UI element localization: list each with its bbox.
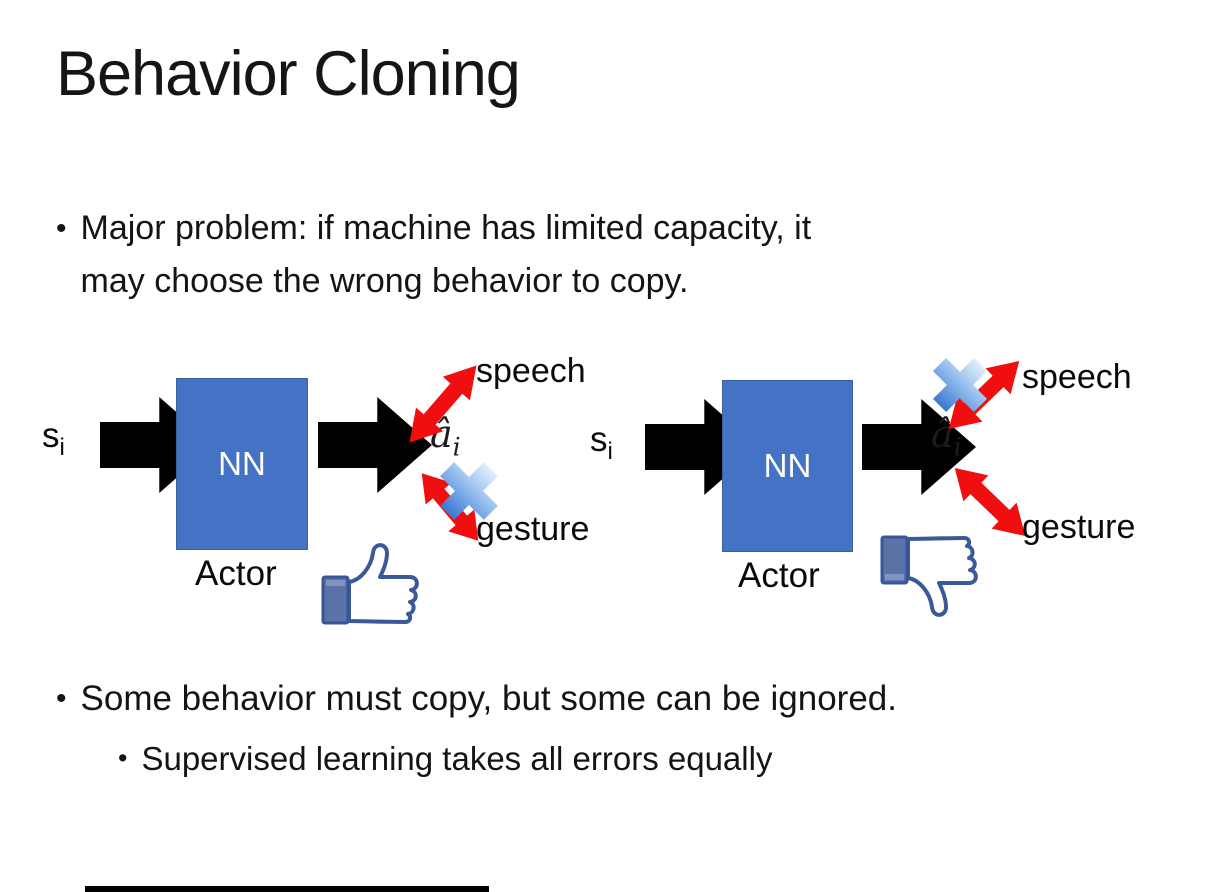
speech-label: speech [476, 352, 586, 390]
nn-box: NN [722, 380, 853, 552]
bottom-cropped-bar [85, 886, 489, 892]
bullet-some-behavior-text: Some behavior must copy, but some can be… [80, 679, 897, 718]
thumbs-up-icon [321, 543, 419, 625]
actor-label: Actor [195, 554, 277, 593]
bullet-major-problem: • Major problem: if machine has limited … [56, 202, 1096, 308]
nn-label: NN [218, 445, 266, 482]
bullet-major-problem-text: Major problem: if machine has limited ca… [80, 209, 812, 301]
bullet-some-behavior: • Some behavior must copy, but some can … [56, 674, 1156, 723]
actor-label: Actor [738, 556, 820, 595]
block-arrow-icon [318, 397, 432, 493]
bullet-marker: • [56, 682, 67, 715]
gesture-label: gesture [1022, 508, 1136, 546]
input-state-label: si [590, 420, 613, 465]
output-action-label: âi [931, 412, 962, 462]
bullet-supervised-learning-text: Supervised learning takes all errors equ… [141, 740, 773, 777]
thumbs-down-icon [880, 535, 978, 617]
diagram-left: si NN âi speech gesture Actor [40, 350, 610, 640]
bullet-supervised-learning: • Supervised learning takes all errors e… [118, 736, 1118, 782]
nn-box: NN [176, 378, 308, 550]
bullet-marker: • [56, 212, 67, 245]
page-title: Behavior Cloning [56, 39, 521, 109]
nn-label: NN [763, 447, 812, 484]
input-state-label: si [42, 416, 65, 461]
diagram-right: si NN âi speech gesture Actor [585, 350, 1185, 640]
speech-label: speech [1022, 358, 1132, 396]
bullet-marker: • [118, 743, 128, 773]
gesture-label: gesture [476, 510, 590, 548]
